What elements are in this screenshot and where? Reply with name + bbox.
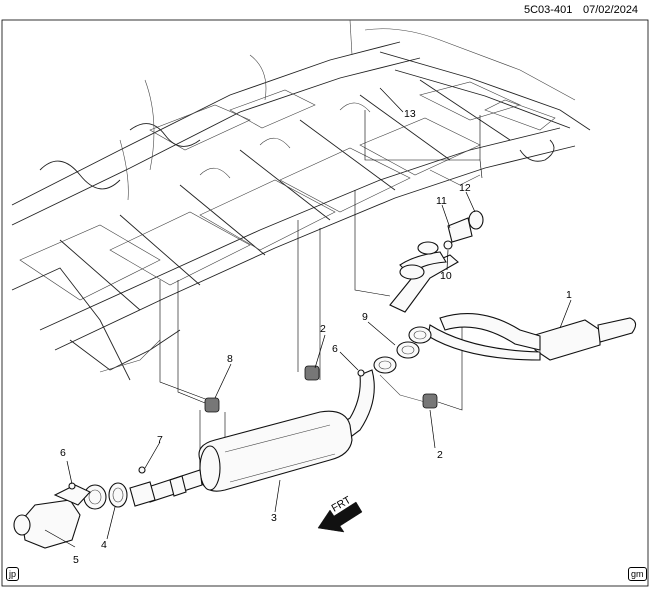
callout-6b: 6 bbox=[332, 343, 338, 355]
hanger-8 bbox=[204, 397, 220, 413]
footer-tag-left: jp bbox=[6, 567, 20, 581]
callout-5: 5 bbox=[73, 554, 79, 566]
callout-2b: 2 bbox=[437, 449, 443, 461]
nut-7 bbox=[138, 466, 146, 474]
callout-8: 8 bbox=[227, 353, 233, 365]
diagram-code: 5C03-401 bbox=[524, 4, 572, 16]
callout-9: 9 bbox=[362, 311, 368, 323]
callout-1: 1 bbox=[566, 289, 572, 301]
alignment-guides bbox=[159, 110, 483, 452]
clamp-12 bbox=[468, 210, 484, 230]
vehicle-underbody bbox=[11, 19, 591, 381]
diagram-date: 07/02/2024 bbox=[583, 4, 638, 16]
leader-lines bbox=[44, 87, 572, 548]
bolt-10 bbox=[443, 240, 453, 250]
callout-4: 4 bbox=[101, 539, 107, 551]
front-muffler bbox=[198, 410, 353, 492]
callouts: 1 2 2 3 4 5 6 6 7 8 9 10 11 12 13 bbox=[60, 108, 572, 566]
callout-13: 13 bbox=[404, 108, 416, 120]
callout-6a: 6 bbox=[60, 447, 66, 459]
bolt-6b bbox=[357, 369, 365, 377]
bracket-11 bbox=[447, 217, 473, 243]
rear-pipe-branch bbox=[427, 324, 541, 361]
intermediate-pipe bbox=[439, 313, 541, 351]
front-direction-arrow: FRT bbox=[317, 494, 363, 533]
hanger-2b bbox=[422, 393, 438, 409]
callout-3: 3 bbox=[271, 512, 277, 524]
callout-7: 7 bbox=[157, 434, 163, 446]
gasket-4 bbox=[108, 482, 128, 508]
hanger-2a bbox=[304, 365, 320, 381]
callout-10: 10 bbox=[440, 270, 452, 282]
gasket-9b bbox=[408, 326, 432, 344]
callout-2a: 2 bbox=[320, 323, 326, 335]
tail-pipe bbox=[597, 317, 637, 343]
exhaust-parts bbox=[13, 210, 637, 549]
callout-11: 11 bbox=[436, 195, 447, 207]
callout-12: 12 bbox=[459, 182, 471, 194]
footer-tag-right: gm bbox=[628, 567, 647, 581]
diagram-frame bbox=[1, 19, 649, 587]
gasket-9c bbox=[373, 356, 397, 374]
gasket-9a bbox=[396, 341, 420, 359]
catalytic-converter bbox=[21, 499, 81, 549]
rear-muffler bbox=[534, 319, 601, 361]
